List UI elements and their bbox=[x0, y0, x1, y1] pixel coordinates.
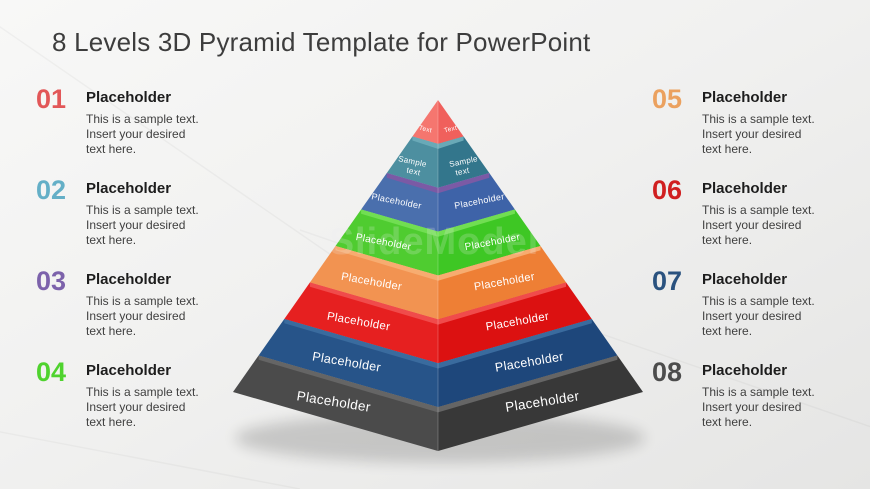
pyramid-level-5-right-face bbox=[438, 246, 567, 320]
item-body: This is a sample text. Insert your desir… bbox=[86, 112, 199, 156]
item-number: 08 bbox=[652, 357, 683, 387]
item-body: This is a sample text. Insert your desir… bbox=[702, 385, 815, 429]
item-number: 01 bbox=[36, 84, 67, 114]
item-heading: Placeholder bbox=[702, 180, 788, 197]
item-heading: Placeholder bbox=[86, 180, 172, 197]
item-number: 02 bbox=[36, 175, 67, 205]
item-heading: Placeholder bbox=[86, 271, 172, 288]
pyramid-level-2-right-label-line2: text bbox=[455, 166, 471, 178]
pyramid-level-7-left-face bbox=[258, 319, 438, 408]
list-item-08: 08 Placeholder This is a sample text. In… bbox=[652, 359, 867, 430]
item-body: This is a sample text. Insert your desir… bbox=[702, 203, 815, 247]
pyramid-level-8-right-face bbox=[438, 355, 643, 451]
pyramid-level-1-left-face bbox=[412, 100, 438, 144]
item-number: 07 bbox=[652, 266, 683, 296]
item-heading: Placeholder bbox=[702, 271, 788, 288]
page-title: 8 Levels 3D Pyramid Template for PowerPo… bbox=[52, 27, 591, 57]
list-item-04: 04 Placeholder This is a sample text. In… bbox=[36, 359, 251, 430]
item-heading: Placeholder bbox=[86, 89, 172, 106]
pyramid-level-1-right-label: Text bbox=[443, 125, 457, 135]
pyramid-level-3-right-face bbox=[438, 173, 515, 232]
list-item-03: 03 Placeholder This is a sample text. In… bbox=[36, 268, 251, 339]
pyramid-level-2-left-face bbox=[386, 136, 438, 188]
item-body: This is a sample text. Insert your desir… bbox=[86, 294, 199, 338]
pyramid-level-3-top-edge bbox=[386, 173, 490, 194]
item-heading: Placeholder bbox=[702, 362, 788, 379]
item-number: 05 bbox=[652, 84, 683, 114]
pyramid-level-2-right-face bbox=[438, 136, 490, 188]
list-item-07: 07 Placeholder This is a sample text. In… bbox=[652, 268, 867, 339]
pyramid-level-7-right-face bbox=[438, 319, 618, 408]
pyramid-level-1-right-face bbox=[438, 100, 464, 144]
list-item-02: 02 Placeholder This is a sample text. In… bbox=[36, 177, 251, 248]
pyramid-level-2-left-label-line2: text bbox=[406, 166, 422, 178]
pyramid-level-8-left-face bbox=[233, 355, 438, 451]
item-body: This is a sample text. Insert your desir… bbox=[86, 385, 199, 429]
pyramid-level-6-left-face bbox=[284, 282, 438, 364]
list-item-05: 05 Placeholder This is a sample text. In… bbox=[652, 86, 867, 157]
item-number: 03 bbox=[36, 266, 67, 296]
item-body: This is a sample text. Insert your desir… bbox=[702, 294, 815, 338]
pyramid-level-6-right-face bbox=[438, 282, 592, 364]
pyramid-level-1-left-label: Text bbox=[418, 125, 432, 135]
item-heading: Placeholder bbox=[702, 89, 788, 106]
item-body: This is a sample text. Insert your desir… bbox=[86, 203, 199, 247]
item-heading: Placeholder bbox=[86, 362, 172, 379]
item-body: This is a sample text. Insert your desir… bbox=[702, 112, 815, 156]
list-item-06: 06 Placeholder This is a sample text. In… bbox=[652, 177, 867, 248]
pyramid-level-5-left-face bbox=[309, 246, 438, 320]
watermark: SlideModel bbox=[329, 221, 540, 263]
list-item-01: 01 Placeholder This is a sample text. In… bbox=[36, 86, 251, 157]
pyramid-level-2-top-edge bbox=[412, 136, 464, 149]
pyramid-level-3-left-face bbox=[361, 173, 438, 232]
item-number: 04 bbox=[36, 357, 67, 387]
item-number: 06 bbox=[652, 175, 683, 205]
